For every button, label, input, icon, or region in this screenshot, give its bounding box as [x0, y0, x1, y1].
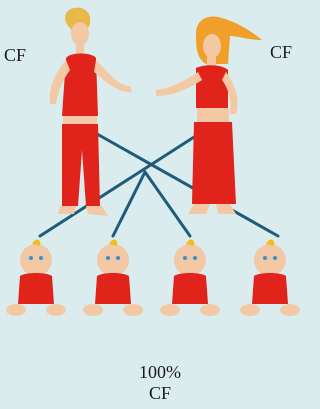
offspring-genotype-label: CF — [120, 383, 200, 403]
baby-4 — [240, 240, 300, 316]
line-cross-to-child2 — [113, 172, 145, 236]
baby-1 — [6, 240, 66, 316]
mother-genotype-label: CF — [270, 43, 292, 61]
father-genotype-label: CF — [4, 46, 26, 64]
offspring-percent-label: 100% — [120, 362, 200, 382]
baby-3 — [160, 240, 220, 316]
baby-2 — [83, 240, 143, 316]
mother-figure — [156, 17, 262, 214]
line-father-to-child4 — [90, 130, 278, 236]
